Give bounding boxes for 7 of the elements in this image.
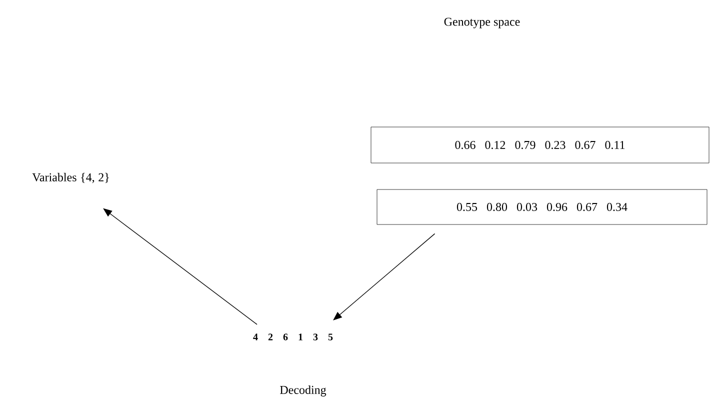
heading-text: Genotype space [444,18,520,28]
value-box: 0.55 0.80 0.03 0.96 0.67 0.34 [376,189,708,225]
caption-text: Decoding [280,386,326,396]
arrow [333,233,436,320]
variables-text: Variables {4, 2} [32,172,109,184]
value-box: 0.66 0.12 0.79 0.23 0.67 0.11 [370,126,710,164]
permutation-text: 4 2 6 1 3 5 [253,334,333,340]
